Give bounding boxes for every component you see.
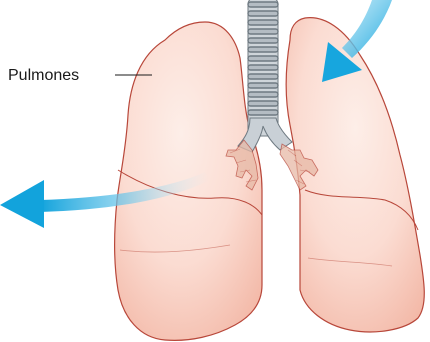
lungs-label-text: Pulmones [8,67,79,84]
lungs-label: Pulmones [8,67,152,84]
